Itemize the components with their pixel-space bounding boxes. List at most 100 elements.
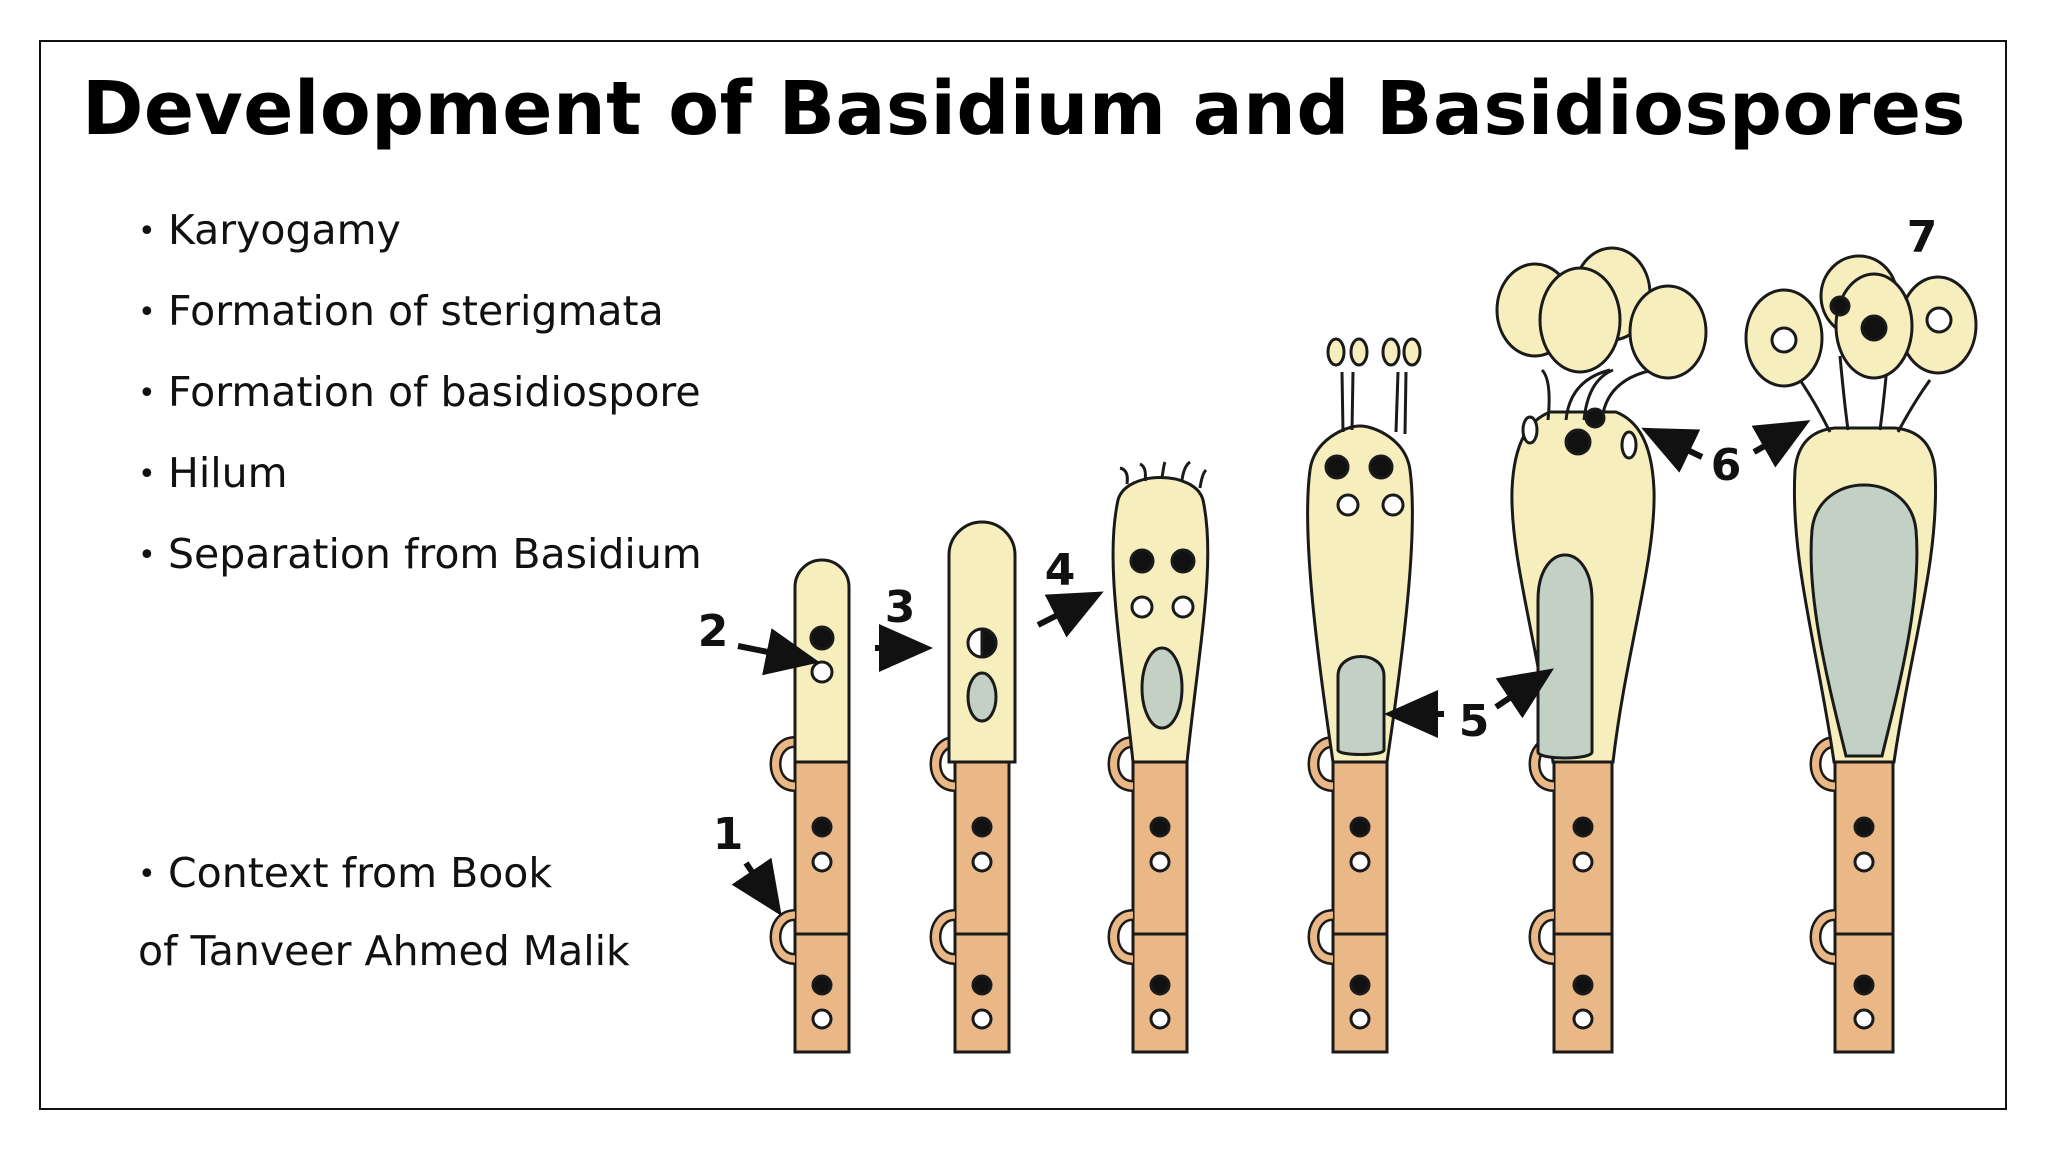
nucleus-dark (1860, 314, 1888, 342)
bullet-item: • Formation of basidiospore (138, 362, 702, 443)
clamp-connection (1310, 911, 1334, 963)
sterigma-initial (1119, 466, 1129, 485)
stage-1 (769, 558, 851, 1054)
nucleus-dark (1564, 428, 1592, 456)
nucleus-dark (1853, 816, 1875, 838)
clamp-connection (1310, 738, 1334, 790)
nucleus-light (1572, 1008, 1594, 1030)
hypha-segment (1833, 760, 1895, 1054)
pointer-arrow (1751, 420, 1811, 468)
stage-2 (929, 520, 1017, 1054)
sterigma-initial (1160, 461, 1167, 479)
pointer-arrow (1494, 668, 1554, 719)
stage-label-2: 2 (698, 606, 729, 657)
bullet-item: • Formation of sterigmata (138, 281, 702, 362)
vacuole (1336, 655, 1386, 756)
basidiospore (1628, 284, 1708, 380)
nucleus-dark (971, 974, 993, 996)
spore-initial (1326, 337, 1346, 367)
credit-bullet-list: • Context from Book (138, 843, 552, 924)
sterigma-initial (1139, 462, 1147, 482)
nucleus-dark (971, 816, 993, 838)
nucleus-light (811, 1008, 833, 1030)
vacuole (1140, 646, 1184, 730)
stage-label-4: 4 (1045, 545, 1076, 596)
bullet-dot-icon: • (138, 376, 156, 411)
bullet-item: • Karyogamy (138, 200, 702, 281)
nucleus-light (1149, 851, 1171, 873)
sterigma (1896, 379, 1932, 433)
nucleus-light (971, 851, 993, 873)
clamp-connection (1531, 911, 1555, 963)
basidiospore (1538, 266, 1622, 374)
bullet-dot-icon: • (138, 857, 156, 892)
nucleus-dark (809, 625, 835, 651)
bullet-text: Karyogamy (168, 206, 401, 254)
sterigma (1798, 379, 1832, 433)
vacuole (1809, 483, 1919, 758)
vacuole (1536, 553, 1594, 760)
slide-frame (39, 40, 2007, 1110)
sterigma-initial (1198, 468, 1208, 489)
nucleus-dark (811, 816, 833, 838)
nucleus-light (1130, 595, 1154, 619)
nucleus-dark (1149, 816, 1171, 838)
bullet-dot-icon: • (138, 538, 156, 573)
nucleus-dark (1829, 295, 1851, 317)
clamp-connection (1110, 911, 1134, 963)
hilum (1521, 415, 1539, 445)
sterigma (1582, 368, 1614, 421)
bullet-list: • Karyogamy • Formation of sterigmata • For… (138, 200, 702, 605)
clamp-connection (1812, 911, 1836, 963)
nucleus-light (1381, 493, 1405, 517)
nucleus-light (810, 660, 834, 684)
bullet-text: Formation of sterigmata (168, 287, 664, 335)
sterigma (1564, 368, 1611, 421)
nucleus-light (1925, 306, 1953, 334)
stage-3 (1107, 460, 1210, 1054)
bullet-item: •Separation from Basidium (138, 524, 702, 605)
bullet-text: Hilum (168, 449, 288, 497)
pointer-arrow (1641, 427, 1704, 473)
nucleus-light (1349, 851, 1371, 873)
nucleus-light (971, 1008, 993, 1030)
nucleus-light (1336, 493, 1360, 517)
spore-initial (1349, 337, 1369, 367)
sterigmata (1340, 371, 1408, 435)
nucleus-light (1770, 326, 1798, 354)
clamp-connection (1110, 738, 1134, 790)
stage-5 (1495, 246, 1708, 1054)
bullet-text: Formation of basidiospore (168, 368, 701, 416)
pointer-arrow (737, 628, 820, 676)
vacuole (966, 671, 998, 723)
pointer-arrow (731, 857, 782, 916)
clamp-connection (772, 911, 796, 963)
nucleus-dark (1149, 974, 1171, 996)
nucleus-light (1853, 1008, 1875, 1030)
pointer-arrow (1036, 591, 1104, 638)
nucleus-light (811, 851, 833, 873)
nucleus-dark (1572, 816, 1594, 838)
credit-bullet-text: Context from Book (168, 849, 553, 897)
bullet-item: • Context from Book (138, 843, 552, 924)
nucleus-light (1171, 595, 1195, 619)
sterigma-initial (1180, 460, 1191, 481)
stage-label-6: 6 (1711, 440, 1742, 491)
stage-label-3: 3 (885, 582, 916, 633)
nucleus-dark (1349, 816, 1371, 838)
bullet-dot-icon: • (138, 295, 156, 330)
spore-initial (1381, 337, 1401, 367)
stage-4 (1306, 337, 1422, 1054)
bullet-dot-icon: • (138, 457, 156, 492)
spore-initial (1402, 337, 1422, 367)
stage-label-1: 1 (713, 809, 744, 860)
nucleus-dark (1368, 454, 1394, 480)
stage-label-7: 7 (1907, 212, 1938, 263)
bullet-item: • Hilum (138, 443, 702, 524)
clamp-connection (1812, 738, 1836, 790)
nucleus-dark (1324, 454, 1350, 480)
slide-title: Development of Basidium and Basidiospore… (81, 66, 1967, 152)
bullet-dot-icon: • (138, 214, 156, 249)
credit-line: of Tanveer Ahmed Malik (138, 927, 630, 975)
